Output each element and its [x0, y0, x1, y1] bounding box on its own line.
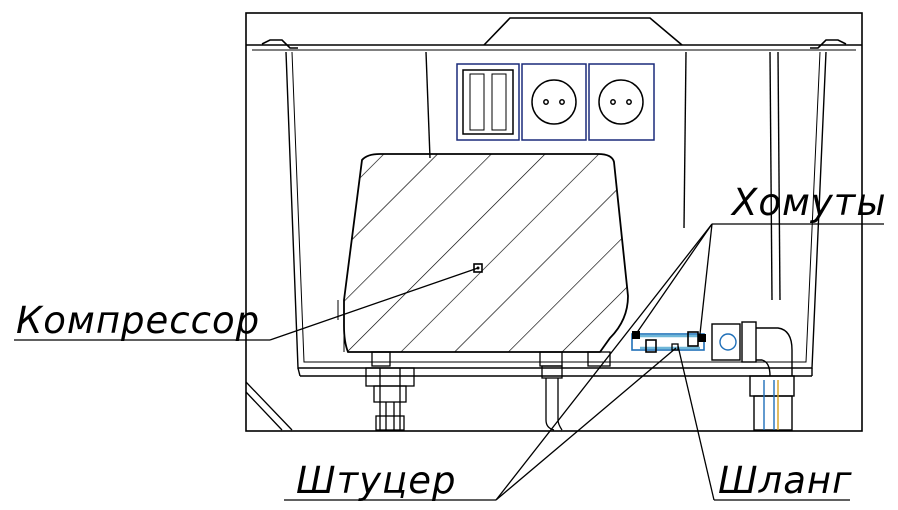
label-clamps: Хомуты — [730, 181, 887, 224]
hose-assembly — [631, 331, 706, 353]
tub — [285, 51, 827, 377]
socket-right — [588, 63, 655, 141]
mount-bolt-left — [365, 367, 415, 431]
socket-left — [521, 63, 587, 141]
label-fitting: Штуцер — [296, 459, 456, 502]
enclosure-frame — [245, 12, 863, 432]
leader-lines — [14, 223, 884, 501]
label-compressor: Компрессор — [16, 299, 260, 342]
frame-diagonal — [245, 381, 293, 431]
compressor-feet — [371, 351, 611, 367]
label-hose: Шланг — [718, 459, 853, 502]
elbow-fitting — [711, 321, 795, 431]
compressor-body — [337, 153, 629, 353]
switch-block — [456, 63, 520, 141]
